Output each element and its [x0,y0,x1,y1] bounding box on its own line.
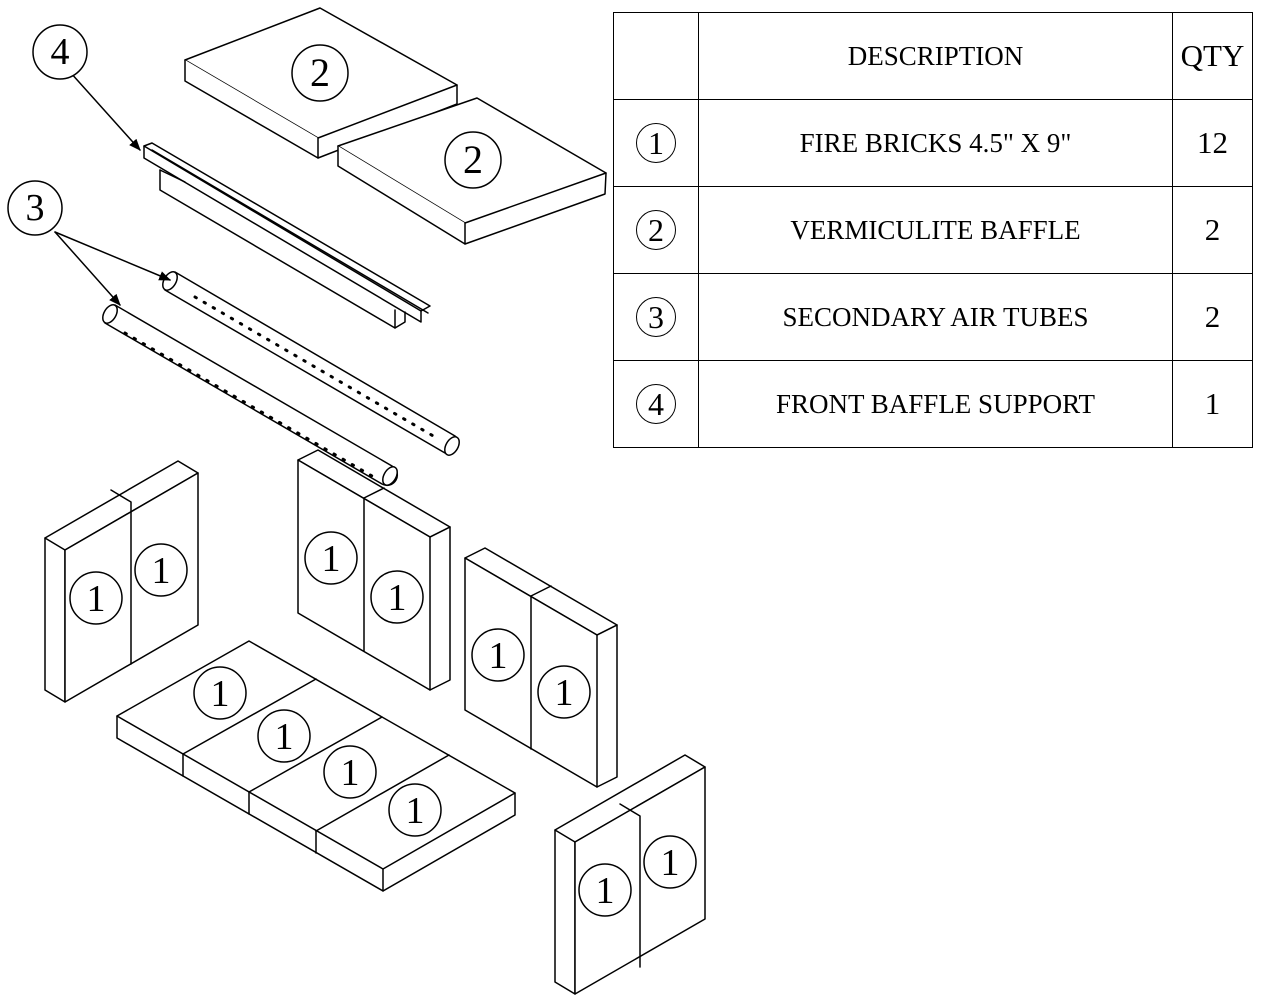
svg-text:1: 1 [87,578,106,620]
svg-text:1: 1 [406,790,425,832]
fire-brick-pair-right-back [464,547,618,788]
svg-text:1: 1 [489,635,508,677]
part-qty: 1 [1172,360,1253,448]
svg-text:1: 1 [388,577,407,619]
table-row: 1 FIRE BRICKS 4.5" X 9" 12 [613,99,1253,187]
part-description: FRONT BAFFLE SUPPORT [698,360,1173,448]
svg-text:1: 1 [152,550,171,592]
parts-list-table: DESCRIPTION QTY 1 FIRE BRICKS 4.5" X 9" … [613,12,1253,448]
fire-brick-pair-right-front [554,754,706,995]
svg-text:2: 2 [310,50,330,95]
svg-text:1: 1 [341,752,360,794]
svg-text:3: 3 [26,187,45,229]
fire-brick-floor [116,640,516,892]
svg-text:4: 4 [51,31,70,73]
fire-brick-pair-back [297,449,451,691]
callout-circle-2b: 2 [444,131,502,189]
part-qty: 12 [1172,99,1253,187]
part-number-badge: 3 [636,297,676,337]
table-header-row: DESCRIPTION QTY [613,12,1253,100]
brick-callouts: 1 1 1 1 1 1 1 1 1 1 1 1 [69,531,697,917]
part-description: VERMICULITE BAFFLE [698,186,1173,274]
svg-text:1: 1 [211,673,230,715]
svg-text:1: 1 [555,672,574,714]
part-number-badge: 1 [636,123,676,163]
callout-circle-2a: 2 [291,44,349,102]
table-row: 2 VERMICULITE BAFFLE 2 [613,186,1253,274]
part-description: SECONDARY AIR TUBES [698,273,1173,361]
header-description-cell: DESCRIPTION [698,12,1173,100]
part-qty: 2 [1172,186,1253,274]
callout-circle-3: 3 [7,180,63,236]
secondary-air-tube-upper [162,271,460,456]
svg-text:1: 1 [275,716,294,758]
svg-text:1: 1 [661,842,680,884]
header-qty-cell: QTY [1172,12,1253,100]
svg-text:1: 1 [596,870,615,912]
header-number-cell [613,12,699,100]
fire-brick-pair-left [44,460,199,703]
table-row: 3 SECONDARY AIR TUBES 2 [613,273,1253,361]
callout-circle-4: 4 [32,24,88,80]
part-description: FIRE BRICKS 4.5" X 9" [698,99,1173,187]
table-row: 4 FRONT BAFFLE SUPPORT 1 [613,360,1253,448]
part-number-badge: 4 [636,384,676,424]
part-qty: 2 [1172,273,1253,361]
callout-leaders [54,71,172,306]
front-baffle-support [143,142,431,329]
part-number-badge: 2 [636,210,676,250]
svg-text:2: 2 [463,137,483,182]
svg-text:1: 1 [322,538,341,580]
